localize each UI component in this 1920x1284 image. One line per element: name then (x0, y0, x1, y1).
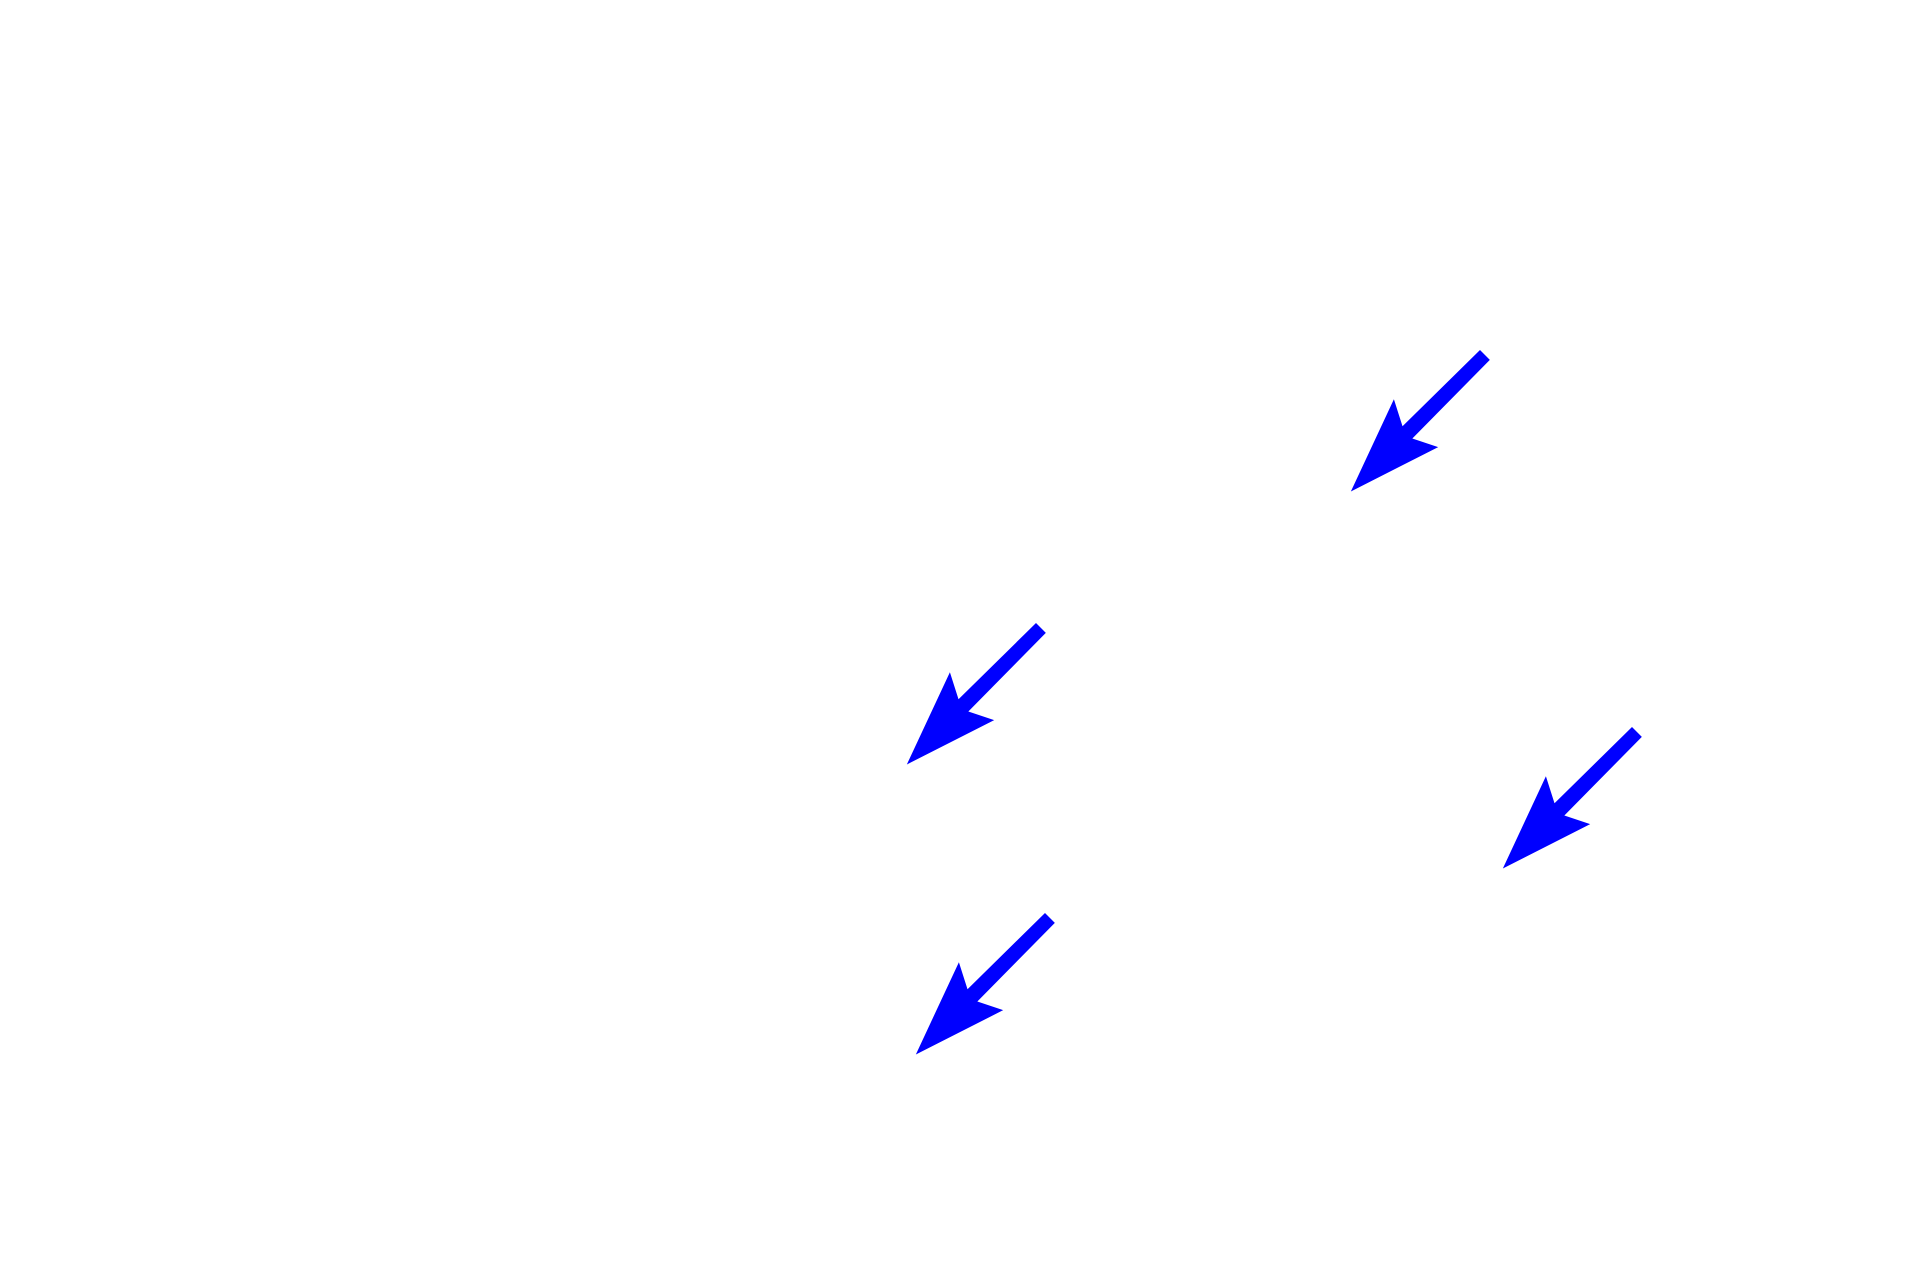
arrow-down-left-icon (906, 623, 1046, 765)
arrow-down-left-icon (915, 913, 1055, 1055)
arrow-down-left-icon (1350, 350, 1490, 492)
arrow-down-left-icon (1502, 727, 1642, 869)
